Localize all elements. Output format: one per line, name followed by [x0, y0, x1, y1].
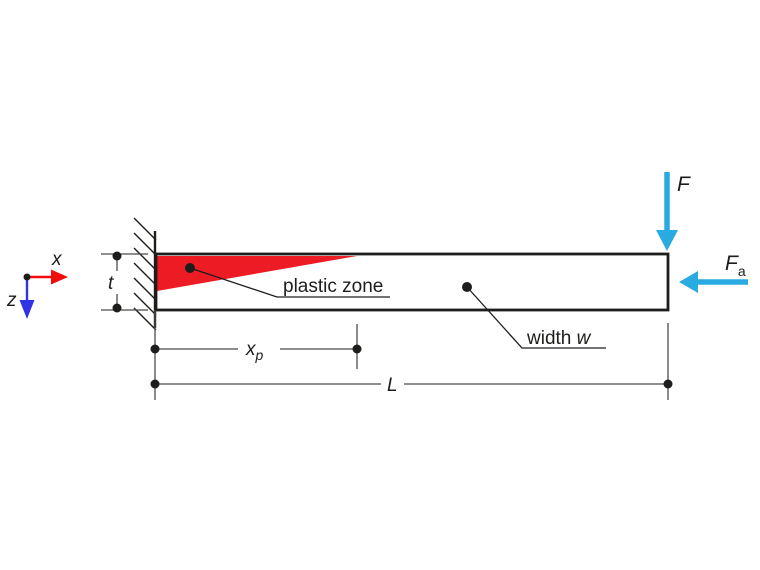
t-dim-label: t — [108, 273, 114, 294]
z-axis-arrow-icon — [19, 300, 35, 319]
t-dim-dot-top — [112, 251, 122, 261]
plastic-zone-anchor-dot — [185, 263, 195, 273]
xp-dim-label: xp — [245, 339, 264, 363]
hatch-line — [133, 292, 157, 316]
plastic-zone-shape — [157, 256, 357, 291]
fixed-support — [133, 217, 157, 331]
width-anchor-dot — [462, 282, 472, 292]
coordinate-system: x z — [6, 249, 68, 319]
hatch-line — [133, 277, 157, 301]
hatch-line — [133, 262, 157, 286]
hatch-line — [133, 247, 157, 271]
width-label-symbol: w — [577, 328, 592, 349]
xp-dim-dot-left — [150, 344, 160, 354]
width-callout: width w — [462, 282, 606, 349]
beam — [154, 252, 670, 312]
force-F-label: F — [677, 173, 691, 196]
L-dim-dot-right — [663, 379, 673, 389]
x-axis-label: x — [51, 249, 63, 270]
L-dim-label: L — [387, 375, 398, 396]
force-Fa-arrowhead-left-icon — [679, 271, 698, 293]
L-dim-dot-left — [150, 379, 160, 389]
force-Fa-label: Fa — [725, 252, 746, 279]
xp-dim-dot-right — [352, 344, 362, 354]
width-label-text: width — [526, 328, 577, 349]
hatch-line — [133, 307, 157, 331]
wall-hatching — [133, 217, 157, 331]
force-Fa-label-base: F — [725, 252, 739, 275]
force-Fa-label-subscript: a — [738, 263, 746, 279]
force-F-arrowhead-down-icon — [656, 230, 678, 251]
plastic-zone-leader-line — [189, 267, 390, 298]
hatch-line — [133, 217, 157, 241]
plastic-zone-label: plastic zone — [283, 276, 383, 297]
z-axis-label: z — [6, 290, 17, 311]
dimension-t: t — [101, 251, 148, 313]
xp-label-subscript: p — [255, 347, 264, 363]
dimension-xp: xp — [150, 310, 362, 400]
t-dim-dot-bottom — [112, 303, 122, 313]
plastic-zone-callout: plastic zone — [185, 263, 390, 298]
hatch-line — [133, 232, 157, 256]
beam-outline — [154, 252, 670, 312]
force-F: F — [656, 172, 691, 251]
xp-label-base: x — [245, 339, 257, 360]
width-label: width w — [526, 328, 592, 349]
dimension-L: L — [150, 323, 673, 400]
width-leader-line — [466, 286, 606, 349]
origin-dot — [23, 273, 31, 281]
force-Fa: Fa — [679, 252, 748, 293]
x-axis-arrow-icon — [51, 269, 68, 285]
